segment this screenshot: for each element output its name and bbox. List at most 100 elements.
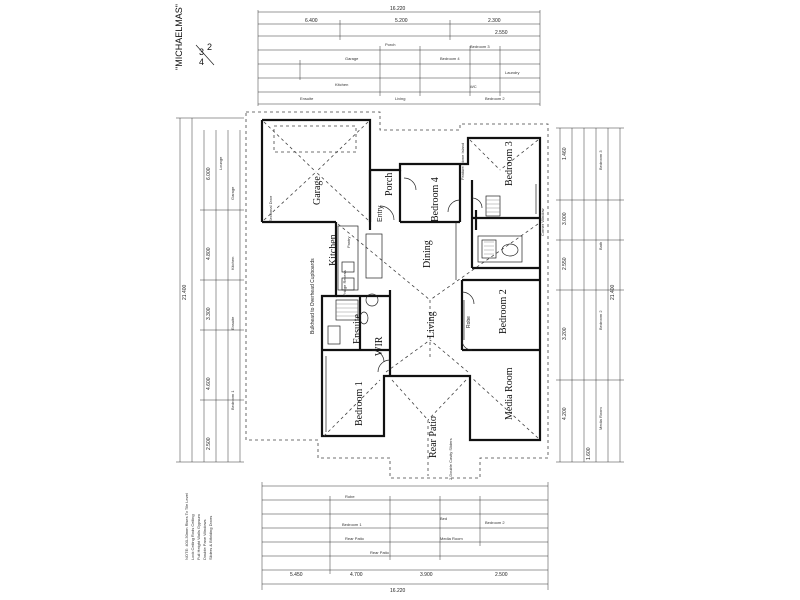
doors [371, 177, 483, 373]
svg-text:Robe: Robe [466, 316, 472, 328]
svg-text:Rear Patio: Rear Patio [428, 416, 439, 458]
svg-text:Bulkhead to Overhead Cupboards: Bulkhead to Overhead Cupboards [310, 258, 316, 334]
ensuite-fixtures [327, 299, 369, 345]
svg-text:Bedroom 2: Bedroom 2 [485, 520, 505, 525]
robe-shelves [325, 184, 537, 432]
svg-text:Bedroom 2: Bedroom 2 [498, 289, 509, 334]
svg-text:4.600: 4.600 [206, 377, 212, 390]
room-label-dining: Dining [422, 240, 433, 268]
svg-text:Entry: Entry [377, 205, 384, 222]
svg-text:Garage: Garage [345, 56, 359, 61]
svg-text:Bed: Bed [440, 516, 447, 521]
room-label-living: Living [426, 311, 437, 338]
svg-text:16.220: 16.220 [390, 6, 406, 12]
note-corner-window: Corner Window [540, 208, 545, 236]
room-label-rear-patio: Rear Patio [428, 416, 439, 458]
svg-text:Kitchen: Kitchen [230, 257, 235, 270]
svg-text:2.500: 2.500 [495, 572, 508, 578]
svg-text:Bedroom 4: Bedroom 4 [440, 56, 460, 61]
svg-text:Sliders & Bifolding Doors: Sliders & Bifolding Doors [208, 516, 213, 560]
svg-text:Bedroom 2: Bedroom 2 [485, 96, 505, 101]
svg-text:Ensuite: Ensuite [352, 313, 363, 344]
svg-text:4: 4 [199, 57, 204, 67]
svg-text:Pantry: Pantry [346, 236, 351, 248]
svg-text:5.200: 5.200 [395, 18, 408, 24]
svg-text:Bedroom 3: Bedroom 3 [470, 44, 490, 49]
room-label-wir: WIR [374, 336, 385, 356]
svg-text:Bedroom 3: Bedroom 3 [598, 150, 603, 170]
svg-text:WIR: WIR [374, 336, 385, 356]
svg-text:3.200: 3.200 [562, 327, 568, 340]
svg-text:6.400: 6.400 [305, 18, 318, 24]
note-fridge: Fridge Recess [342, 270, 347, 296]
svg-text:Full Height Walls Gypsum: Full Height Walls Gypsum [196, 513, 201, 560]
room-label-ensuite: Ensuite [352, 313, 363, 344]
svg-text:2.300: 2.300 [488, 18, 501, 24]
kitchen-fixtures [337, 225, 383, 307]
svg-text:Media Room: Media Room [598, 407, 603, 430]
project-title: "MICHAELMAS" [174, 4, 184, 70]
note-feature-stone: Feature Stone Island [460, 143, 465, 180]
svg-text:Double Pane Windows: Double Pane Windows [202, 520, 207, 560]
svg-text:Laundry: Laundry [505, 70, 519, 75]
room-label-porch: Porch [384, 173, 395, 196]
svg-text:21.400: 21.400 [610, 284, 616, 300]
svg-text:1.600: 1.600 [586, 447, 592, 460]
page-mark: 3 2 4 [195, 42, 215, 67]
svg-text:2.550: 2.550 [562, 257, 568, 270]
svg-text:2 Double Cavity Sliders: 2 Double Cavity Sliders [448, 438, 453, 480]
svg-text:Bedroom 3: Bedroom 3 [504, 141, 515, 186]
svg-text:"MICHAELMAS": "MICHAELMAS" [174, 4, 184, 70]
svg-text:Rear Patio: Rear Patio [345, 536, 365, 541]
svg-text:6.000: 6.000 [206, 167, 212, 180]
svg-text:3: 3 [199, 47, 204, 57]
svg-text:Bath: Bath [598, 242, 603, 250]
room-label-bedroom4: Bedroom 4 [430, 177, 441, 222]
svg-text:Ensuite: Ensuite [300, 96, 314, 101]
note-pantry: Pantry [346, 236, 351, 248]
svg-text:2.550: 2.550 [495, 30, 508, 36]
eave-outline [245, 111, 549, 479]
svg-text:Sectional Door: Sectional Door [268, 195, 273, 222]
room-label-bedroom2: Bedroom 2 [498, 289, 509, 334]
note-bulkhead: Bulkhead to Overhead Cupboards [310, 258, 316, 334]
svg-text:Kitchen: Kitchen [335, 82, 348, 87]
svg-text:Bedroom 4: Bedroom 4 [430, 177, 441, 222]
room-label-entry: Entry [377, 205, 384, 222]
svg-text:Lock Ceiling Rods Ceiling: Lock Ceiling Rods Ceiling [190, 514, 195, 560]
svg-text:NOTE: 400-30mm Rises To Tile L: NOTE: 400-30mm Rises To Tile Level [184, 493, 189, 560]
left-dimensions: 21.400 6.000 4.800 3.300 4.600 2.500 Lou… [176, 117, 244, 463]
svg-text:Media Room: Media Room [440, 536, 463, 541]
svg-text:3.000: 3.000 [562, 212, 568, 225]
svg-text:Ensuite: Ensuite [230, 316, 235, 330]
room-label-kitchen: Kitchen [328, 234, 339, 266]
room-label-media: Media Room [504, 367, 515, 420]
svg-text:Living: Living [426, 311, 437, 338]
svg-text:Kitchen: Kitchen [328, 234, 339, 266]
right-dimensions: 21.400 1.460 3.000 2.550 3.200 4.200 1.6… [556, 127, 624, 463]
svg-text:1.460: 1.460 [562, 147, 568, 160]
top-dimensions: 16.220 6.400 5.200 2.300 2.550 Bedroom 3… [257, 6, 541, 106]
svg-text:Porch: Porch [384, 173, 395, 196]
svg-text:Corner Window: Corner Window [540, 208, 545, 236]
svg-text:Bedroom 1: Bedroom 1 [230, 390, 235, 410]
svg-text:4.700: 4.700 [350, 572, 363, 578]
svg-text:Feature Stone Island: Feature Stone Island [460, 143, 465, 180]
svg-text:WC: WC [470, 84, 477, 89]
svg-text:16.220: 16.220 [390, 588, 406, 594]
svg-text:5.450: 5.450 [290, 572, 303, 578]
svg-text:3.300: 3.300 [206, 307, 212, 320]
room-label-robe: Robe [466, 316, 472, 328]
svg-text:Fridge Recess: Fridge Recess [342, 270, 347, 296]
svg-text:Garage: Garage [230, 186, 235, 200]
svg-text:Robe: Robe [345, 494, 355, 499]
note-double-doors: 2 Double Cavity Sliders [448, 438, 453, 480]
svg-text:Lounge: Lounge [218, 156, 223, 170]
svg-text:Bedroom 1: Bedroom 1 [354, 381, 365, 426]
svg-text:Bedroom 1: Bedroom 1 [342, 522, 362, 527]
bathroom-fixtures [477, 195, 523, 263]
svg-text:Rear Patio: Rear Patio [370, 550, 390, 555]
svg-text:Porch: Porch [385, 42, 395, 47]
svg-text:Media Room: Media Room [504, 367, 515, 420]
